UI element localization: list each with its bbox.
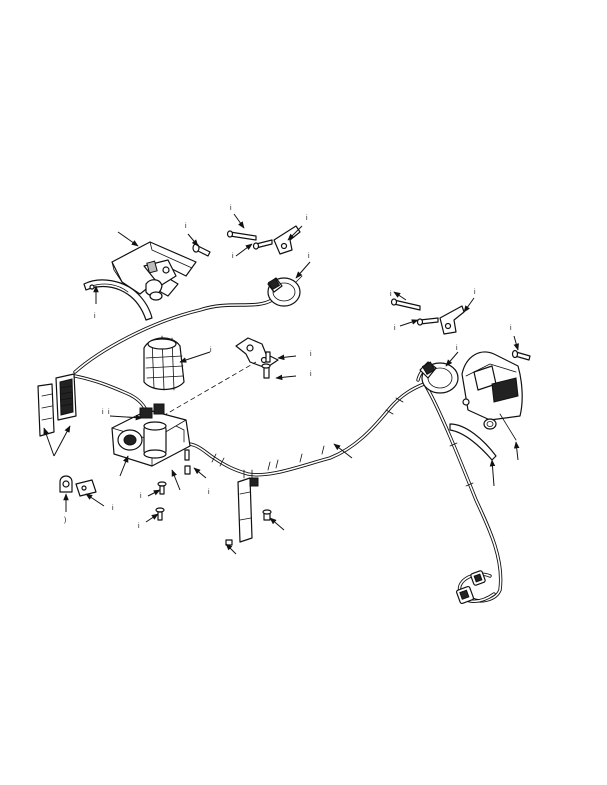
callout-mark: i: [456, 345, 458, 352]
center-mount-plate: [235, 337, 279, 369]
screw-right: [511, 349, 531, 361]
lamp-shield-right: [461, 351, 523, 421]
switch-box-assembly: [111, 403, 191, 467]
vertical-bracket-center: [237, 477, 259, 543]
dashed-alignment-line: [155, 361, 257, 421]
callout-mark: i: [138, 523, 140, 530]
lamp-lens-left: [37, 383, 55, 437]
callout-mark: i: [232, 253, 234, 260]
callout-mark: i: [394, 325, 396, 332]
callout-mark: i: [210, 347, 212, 354]
grommet-right: [483, 413, 517, 441]
screws-center: [261, 351, 271, 379]
mounting-bracket-upper-left: [111, 241, 197, 301]
callout-mark: i: [108, 409, 110, 416]
curved-bracket-strap: [83, 279, 153, 321]
callout-marks: i i i i i i i i i i i i i i i i i i ) i …: [64, 205, 512, 530]
callout-mark: i: [94, 313, 96, 320]
screws-vertical-bracket: [225, 509, 272, 546]
callout-mark: ): [64, 517, 66, 524]
lamp-housing-upper: [267, 275, 303, 307]
callout-mark: i: [510, 325, 512, 332]
main-wiring-harness: [73, 284, 503, 603]
leader-arrows: [43, 213, 520, 555]
lamp-guard-cage: [143, 335, 185, 391]
clip-plate-upper: [226, 225, 301, 255]
lamp-housing-right: [419, 361, 459, 394]
marker-lamp-left: [55, 373, 77, 421]
callout-mark: i: [140, 493, 142, 500]
screw-upper-left: [192, 243, 211, 257]
callout-mark: i: [390, 291, 392, 298]
callout-mark: i: [230, 205, 232, 212]
clip-plate-right: [390, 298, 465, 335]
callout-mark: i: [208, 489, 210, 496]
harness-connector-plug: [455, 570, 486, 605]
callout-mark: i: [306, 215, 308, 222]
callout-mark: i: [310, 371, 312, 378]
callout-mark: i: [112, 505, 114, 512]
callout-mark: i: [102, 409, 104, 416]
callout-mark: i: [308, 253, 310, 260]
callout-mark: i: [185, 223, 187, 230]
cable-clamp-lower-left: [59, 475, 97, 497]
callout-mark: i: [310, 351, 312, 358]
callout-mark: i: [474, 289, 476, 296]
